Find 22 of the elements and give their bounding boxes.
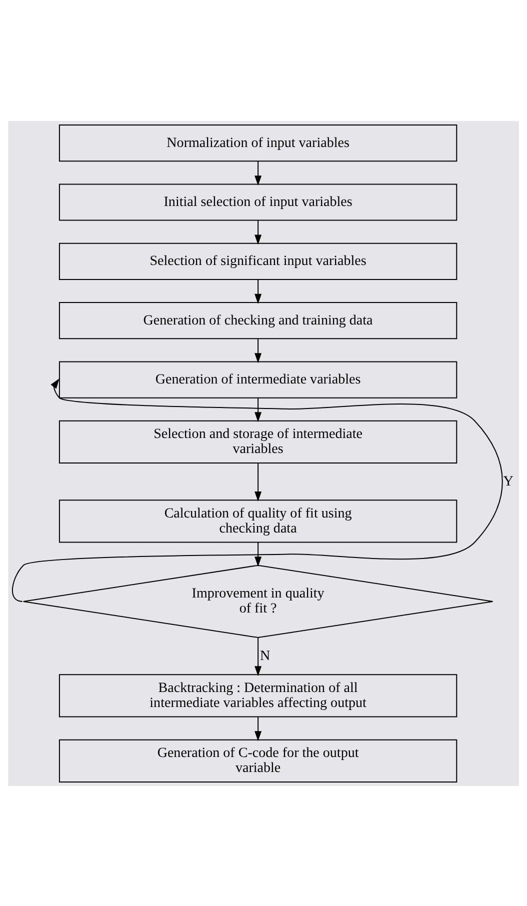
- arrow: [254, 716, 262, 741]
- edge-label: N: [260, 647, 270, 664]
- arrow: [254, 397, 262, 422]
- arrow: [254, 542, 262, 566]
- node-box: Calculation of quality of fit using checking data: [58, 499, 458, 542]
- edge-label: Y: [503, 472, 514, 489]
- node-box: Backtracking : Determination of all intermediate variables affecting output: [58, 674, 458, 717]
- arrow: [254, 637, 262, 676]
- node-box: Initial selection of input variables: [58, 183, 458, 220]
- node-diamond: Improvement in quality of fit ?: [22, 564, 494, 638]
- node-box: Selection of significant input variables: [58, 242, 458, 280]
- arrow: [254, 279, 262, 304]
- node-box: Normalization of input variables: [58, 124, 458, 162]
- arrow: [12, 378, 502, 602]
- node-box: Generation of C-code for the output variable: [58, 738, 458, 782]
- node-box: Generation of intermediate variables: [58, 360, 458, 398]
- arrow: [254, 160, 262, 186]
- node-box: Selection and storage of intermediate variables: [58, 420, 458, 464]
- arrow: [254, 338, 262, 363]
- arrow: [254, 220, 262, 244]
- arrow: [254, 462, 262, 502]
- node-box: Generation of checking and training data: [58, 302, 458, 339]
